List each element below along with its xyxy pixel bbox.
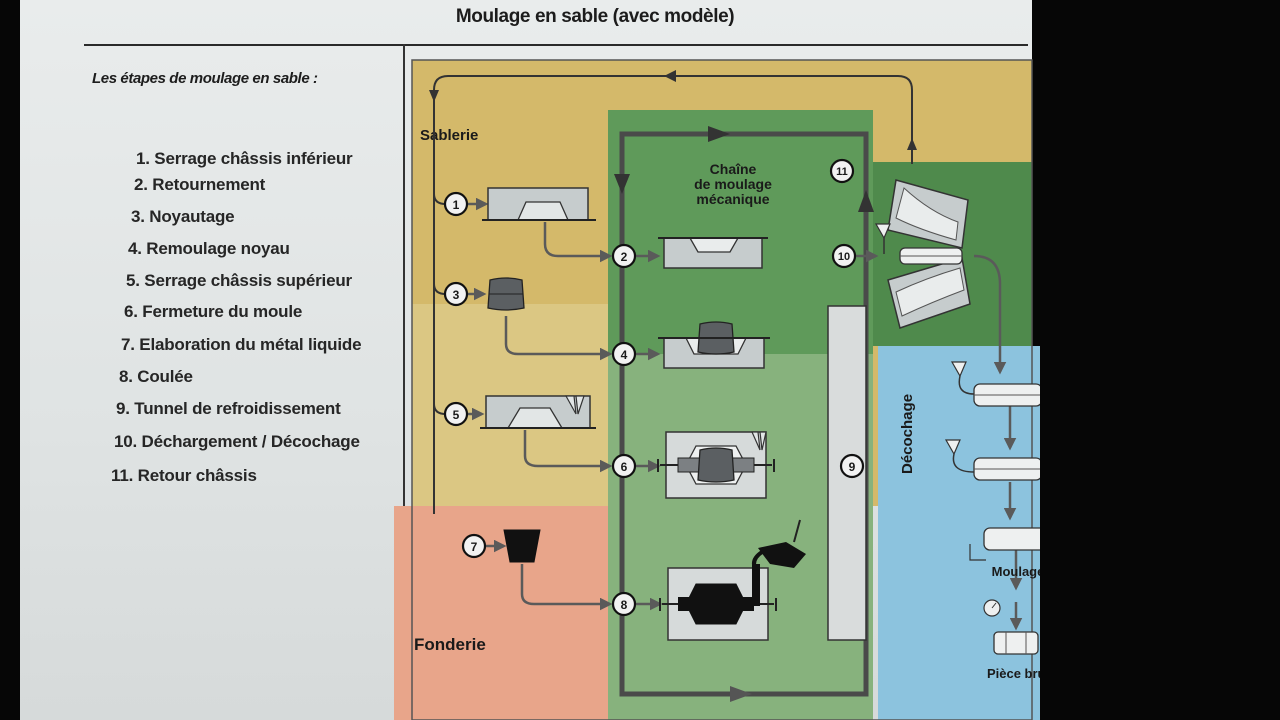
mold-cavity-icon (688, 237, 740, 253)
step-marker-4: 4 (611, 341, 637, 367)
list-item: 7. Elaboration du métal liquide (121, 335, 362, 354)
zone-label-chaine: Chaîne (710, 161, 757, 177)
funnel-icon (874, 223, 891, 240)
casting-icon (678, 597, 754, 611)
step-marker-6: 6 (611, 453, 637, 479)
zone-label-sablerie: Sablerie (420, 127, 478, 144)
list-item: 2. Retournement (134, 175, 266, 194)
step-marker-label: 3 (453, 288, 460, 302)
pouring-ladle-icon (758, 542, 806, 568)
step-marker-1: 1 (443, 191, 469, 217)
flow-arrow (543, 222, 613, 263)
zone-label-fonderie: Fonderie (414, 635, 486, 654)
funnel-stem (958, 375, 975, 395)
step-marker-10: 10 (831, 243, 857, 269)
raw-part-icon (993, 631, 1039, 655)
gauge-needle (991, 602, 997, 609)
flow-arrow (523, 430, 613, 473)
sprue-icon (752, 564, 760, 606)
sprue-pointer-icon (969, 544, 986, 561)
tilted-flask-inner (895, 267, 965, 317)
label-moulage: Moulage (992, 564, 1040, 579)
funnel-stem (952, 453, 975, 473)
flow-arrow (504, 316, 613, 361)
zone-label-chaine: de moulage (694, 176, 772, 192)
step-marker-3: 3 (443, 281, 469, 307)
funnel-icon (944, 439, 961, 456)
slide-title: Moulage en sable (avec modèle) (455, 6, 735, 27)
label-piece-brute: Pièce brute (987, 666, 1040, 681)
list-item: 10. Déchargement / Décochage (114, 432, 360, 451)
flow-arrow (520, 564, 613, 611)
list-item: 5. Serrage châssis supérieur (126, 271, 352, 290)
sprue-icon (564, 395, 585, 415)
list-item: 11. Retour châssis (111, 466, 257, 485)
pouring-stream-icon (752, 550, 764, 572)
casting-icon (983, 527, 1040, 551)
step-marker-11: 11 (829, 158, 855, 184)
zone-label-chaine: mécanique (696, 191, 769, 207)
step-marker-label: 7 (471, 540, 478, 554)
loop-arrowhead (858, 190, 874, 212)
list-item: 9. Tunnel de refroidissement (116, 399, 341, 418)
list-item: 8. Coulée (119, 367, 193, 386)
flow-arrow (973, 254, 1007, 375)
step-marker-5: 5 (443, 401, 469, 427)
ladle-icon (503, 529, 541, 563)
step-marker-label: 11 (836, 166, 848, 178)
list-item: 4. Remoulage noyau (128, 239, 290, 258)
pattern-icon (516, 201, 570, 221)
sand-return-arrowhead (664, 70, 676, 82)
zone-fonderie (394, 506, 608, 720)
ladle-handle-icon (793, 519, 801, 543)
step-marker-label: 1 (453, 198, 460, 212)
list-item: 6. Fermeture du moule (124, 302, 303, 321)
sand-casting-diagram: Sablerie Chaîne de moulage mécanique Déc… (394, 59, 1040, 720)
step-marker-9: 9 (839, 453, 865, 479)
loop-arrowhead (730, 686, 752, 702)
step-marker-2: 2 (611, 243, 637, 269)
column-divider (403, 44, 405, 720)
title-divider (84, 44, 1028, 46)
list-item: 1. Serrage châssis inférieur (136, 149, 353, 168)
core-icon (697, 447, 735, 483)
tilted-flask-inner (895, 187, 959, 241)
step-marker-label: 9 (849, 460, 856, 474)
step-marker-label: 4 (621, 348, 628, 362)
funnel-icon (950, 361, 967, 378)
step-marker-7: 7 (461, 533, 487, 559)
list-item: 3. Noyautage (131, 207, 235, 226)
loop-arrowhead (614, 174, 630, 194)
zone-label-decochage: Décochage (899, 394, 916, 474)
step-marker-label: 8 (621, 598, 628, 612)
step-marker-label: 5 (453, 408, 460, 422)
step-marker-label: 6 (621, 460, 628, 474)
step-marker-label: 10 (838, 251, 850, 263)
sand-return-arrowhead (907, 138, 917, 150)
step-marker-label: 2 (621, 250, 628, 264)
step-marker-8: 8 (611, 591, 637, 617)
sand-return-arrowhead (429, 90, 439, 102)
sprue-icon (751, 431, 767, 451)
loop-arrowhead (708, 126, 730, 142)
list-heading: Les étapes de moulage en sable : (92, 70, 318, 87)
